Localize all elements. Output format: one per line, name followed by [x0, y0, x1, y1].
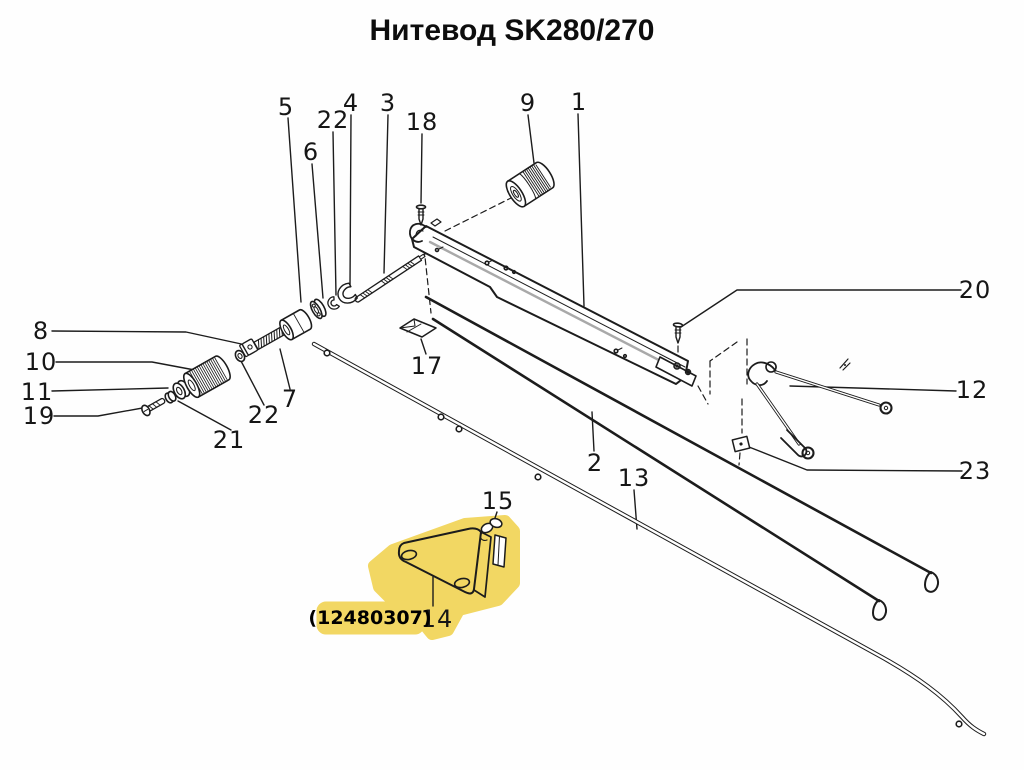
- spring-7: [253, 326, 286, 351]
- rail-part-1: [409, 218, 697, 387]
- clamp-4: [337, 282, 358, 304]
- screw-19: [141, 397, 166, 417]
- page-title: Нитевод SK280/270: [369, 14, 655, 47]
- parts-linework: [141, 161, 987, 737]
- screw-20: [672, 322, 684, 344]
- part-label-9: 9: [519, 89, 537, 117]
- part-label-17: 17: [410, 352, 444, 380]
- part-label-15: 15: [481, 487, 515, 515]
- part-label-11: 11: [20, 378, 54, 406]
- threaded-rod-3: [354, 253, 426, 303]
- part-label-3: 3: [379, 89, 397, 117]
- rod-2-lower: [431, 317, 888, 621]
- washer-6: [309, 298, 327, 320]
- clip-15: [479, 517, 507, 568]
- part-label-13: 13: [617, 464, 651, 492]
- part-label-2: 2: [586, 449, 604, 477]
- small-screw-mark: [839, 358, 851, 371]
- bracket-14-highlighted: [397, 527, 492, 598]
- tension-knob-9: [505, 161, 555, 208]
- part-label-4: 4: [342, 89, 360, 117]
- part-label-22-left: 22: [247, 401, 281, 429]
- square-clip-23: [731, 435, 751, 453]
- part-label-6: 6: [302, 138, 320, 166]
- part-label-20: 20: [958, 276, 992, 304]
- knurled-knob-10: [182, 355, 231, 399]
- screw-18: [415, 204, 427, 226]
- part-label-8: 8: [32, 317, 50, 345]
- part-label-22-top: 22: [316, 106, 350, 134]
- leader-lines: [51, 113, 963, 607]
- e-ring-22-right: [327, 296, 340, 310]
- part-label-12: 12: [955, 376, 989, 404]
- part-label-19: 19: [22, 402, 56, 430]
- part-label-10: 10: [24, 348, 58, 376]
- part-label-1: 1: [570, 88, 588, 116]
- bushing-5: [279, 308, 313, 341]
- flat-clip-17: [399, 318, 437, 338]
- rod-2-upper: [424, 295, 940, 593]
- part-code-box: [316, 601, 425, 635]
- eyelet-rail-13: [311, 341, 987, 737]
- part-label-21: 21: [212, 426, 246, 454]
- part-code-label: (12480307): [308, 607, 432, 629]
- part-label-23: 23: [958, 457, 992, 485]
- part-label-5: 5: [277, 93, 295, 121]
- wire-guide-12: [747, 361, 893, 460]
- part-label-14: 14: [420, 605, 454, 633]
- part-label-7: 7: [281, 385, 299, 413]
- part-label-18: 18: [405, 108, 439, 136]
